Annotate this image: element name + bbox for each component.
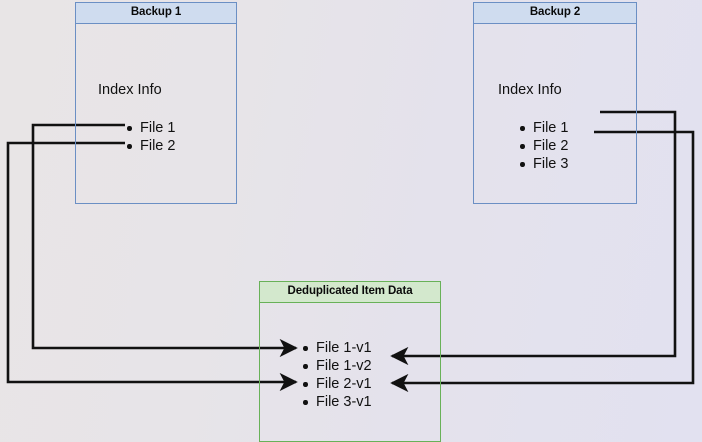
list-item[interactable]: File 3 bbox=[518, 155, 568, 173]
backup-1-index-info-label: Index Info bbox=[98, 82, 162, 98]
backup-2-file-list: File 1 File 2 File 3 bbox=[518, 119, 568, 173]
deduplicated-item-data-box[interactable]: Deduplicated Item Data File 1-v1 File 1-… bbox=[259, 281, 441, 442]
deduplicated-file-list: File 1-v1 File 1-v2 File 2-v1 File 3-v1 bbox=[301, 339, 372, 411]
list-item[interactable]: File 1-v1 bbox=[301, 339, 372, 357]
list-item[interactable]: File 2 bbox=[125, 137, 175, 155]
list-item[interactable]: File 3-v1 bbox=[301, 393, 372, 411]
backup-2-title: Backup 2 bbox=[474, 3, 636, 24]
list-item[interactable]: File 2-v1 bbox=[301, 375, 372, 393]
list-item[interactable]: File 2 bbox=[518, 137, 568, 155]
list-item[interactable]: File 1 bbox=[125, 119, 175, 137]
backup-1-box[interactable]: Backup 1 Index Info File 1 File 2 bbox=[75, 2, 237, 204]
backup-2-body: Index Info File 1 File 2 File 3 bbox=[474, 24, 636, 203]
backup-2-box[interactable]: Backup 2 Index Info File 1 File 2 File 3 bbox=[473, 2, 637, 204]
deduplicated-item-data-title: Deduplicated Item Data bbox=[260, 282, 440, 303]
list-item[interactable]: File 1 bbox=[518, 119, 568, 137]
list-item[interactable]: File 1-v2 bbox=[301, 357, 372, 375]
backup-1-file-list: File 1 File 2 bbox=[125, 119, 175, 155]
backup-1-body: Index Info File 1 File 2 bbox=[76, 24, 236, 203]
backup-2-index-info-label: Index Info bbox=[498, 82, 562, 98]
deduplicated-item-data-body: File 1-v1 File 1-v2 File 2-v1 File 3-v1 bbox=[260, 303, 440, 441]
backup-1-title: Backup 1 bbox=[76, 3, 236, 24]
